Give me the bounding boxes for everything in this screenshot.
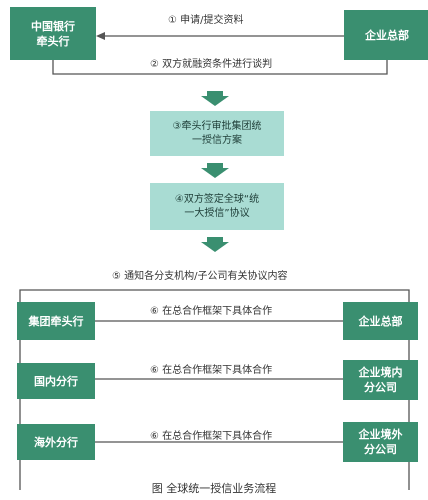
hq-top-box: 企业总部 — [344, 10, 428, 60]
domestic-branch-box: 国内分行 — [17, 363, 95, 399]
step2-label: ② 双方就融资条件进行谈判 — [150, 59, 273, 70]
overseas-sub-box: 企业境外 分公司 — [343, 422, 418, 462]
group-lead-bank-box: 集团牵头行 — [17, 302, 95, 340]
down-arrow-3 — [201, 237, 229, 252]
step3-box: ③牵头行审批集团统 一授信方案 — [150, 111, 284, 156]
step6-label-row1: ⑥ 在总合作框架下具体合作 — [150, 306, 273, 317]
step6-label-row2: ⑥ 在总合作框架下具体合作 — [150, 365, 273, 376]
down-arrow-1 — [201, 91, 229, 106]
down-arrow-2 — [201, 163, 229, 178]
step6-label-row3: ⑥ 在总合作框架下具体合作 — [150, 431, 273, 442]
domestic-sub-box: 企业境内 分公司 — [343, 360, 418, 400]
negotiation-bracket — [52, 60, 388, 75]
overseas-branch-box: 海外分行 — [17, 424, 95, 460]
figure-caption: 图 全球统一授信业务流程 — [151, 482, 277, 495]
lead-bank-box: 中国银行 牵头行 — [10, 7, 96, 60]
apply-arrowhead — [96, 32, 105, 40]
hq-bottom-box: 企业总部 — [343, 302, 418, 340]
step4-box: ④双方签定全球“统 一大授信”协议 — [150, 183, 284, 230]
step1-label: ① 申请/提交资料 — [168, 15, 244, 26]
step5-label: ⑤ 通知各分支机构/子公司有关协议内容 — [112, 271, 288, 282]
